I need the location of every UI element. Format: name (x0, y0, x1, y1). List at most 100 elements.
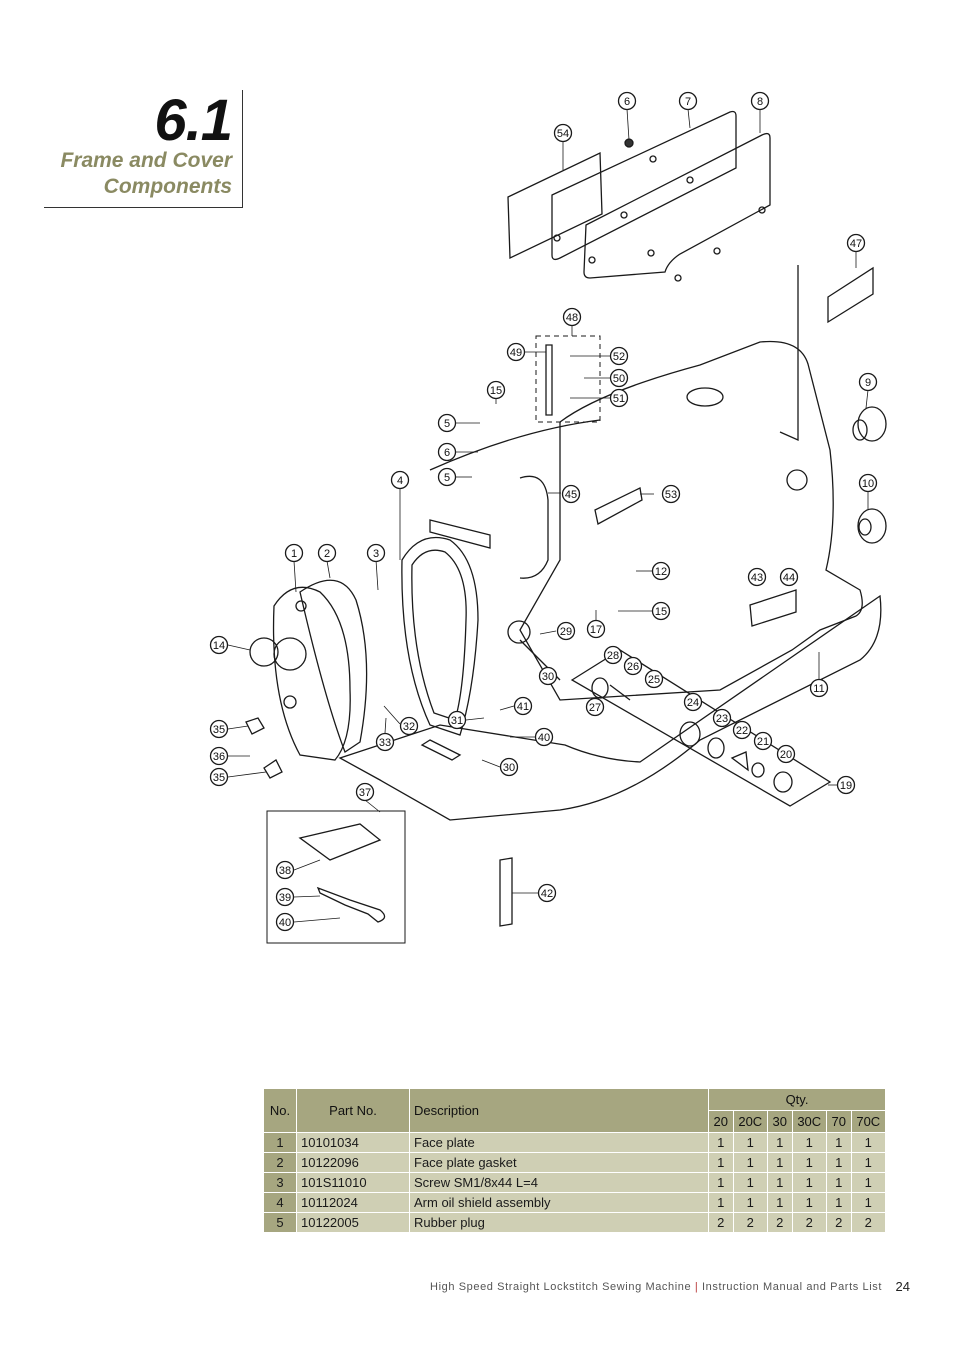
callout-label: 52 (613, 351, 625, 363)
callout-label: 41 (517, 701, 529, 713)
callout-label: 8 (757, 96, 763, 108)
page-number: 24 (895, 1279, 910, 1294)
col-header-qty-variant: 20 (708, 1110, 734, 1133)
cell-qty: 1 (766, 1172, 793, 1193)
callout-label: 5 (444, 418, 450, 430)
cell-qty: 1 (766, 1152, 793, 1173)
cell-qty: 1 (850, 1132, 887, 1153)
cell-qty: 1 (732, 1132, 768, 1153)
cell-qty: 2 (766, 1212, 793, 1233)
col-header-qty-variant: 20C (732, 1110, 768, 1133)
table-row: 1 10101034 Face plate 1 1 1 1 1 1 (263, 1132, 887, 1153)
callout-label: 26 (627, 661, 639, 673)
section-heading: 6.1 Frame and Cover Components (44, 90, 243, 208)
footer-document-type: Instruction Manual and Parts List (702, 1281, 882, 1293)
callout-label: 9 (865, 377, 871, 389)
callout-label: 22 (736, 725, 748, 737)
col-header-qty-variant: 30 (766, 1110, 793, 1133)
callout-label: 38 (279, 865, 291, 877)
section-number: 6.1 (154, 88, 233, 153)
callout-label: 36 (213, 751, 225, 763)
callout-label: 23 (716, 713, 728, 725)
callout-label: 35 (213, 772, 225, 784)
section-title-line-1: Frame and Cover (60, 149, 232, 172)
table-row: 3 101S11010 Screw SM1/8x44 L=4 1 1 1 1 1… (263, 1172, 887, 1193)
cell-description: Screw SM1/8x44 L=4 (409, 1172, 709, 1193)
callout-label: 37 (359, 787, 371, 799)
callout-label: 6 (624, 96, 630, 108)
callout-label: 10 (862, 478, 874, 490)
callout-labels: 6 7 8 54 47 48 49 52 50 51 9 10 15 5 6 5… (209, 91, 878, 932)
callout-label: 51 (613, 393, 625, 405)
cell-qty: 1 (708, 1132, 734, 1153)
cell-qty: 1 (791, 1192, 827, 1213)
cell-qty: 1 (825, 1172, 852, 1193)
cell-part-no: 10112024 (296, 1192, 410, 1213)
callout-label: 54 (557, 128, 569, 140)
cell-qty: 1 (732, 1152, 768, 1173)
cell-qty: 1 (850, 1172, 887, 1193)
callout-label: 21 (757, 736, 769, 748)
cell-qty: 2 (850, 1212, 887, 1233)
cell-qty: 1 (850, 1152, 887, 1173)
callout-label: 5 (444, 472, 450, 484)
cell-no: 3 (263, 1172, 297, 1193)
cell-description: Face plate (409, 1132, 709, 1153)
col-header-description: Description (409, 1088, 709, 1133)
cell-qty: 1 (708, 1192, 734, 1213)
cell-qty: 1 (825, 1152, 852, 1173)
cell-qty: 1 (791, 1132, 827, 1153)
callout-label: 40 (538, 732, 550, 744)
callout-label: 2 (324, 548, 330, 560)
cell-qty: 1 (825, 1132, 852, 1153)
callout-label: 27 (589, 702, 601, 714)
col-header-qty-variant: 70C (850, 1110, 887, 1133)
cell-qty: 1 (732, 1172, 768, 1193)
callout-label: 12 (655, 566, 667, 578)
table-row: 5 10122005 Rubber plug 2 2 2 2 2 2 (263, 1212, 887, 1233)
callout-label: 40 (279, 917, 291, 929)
page-footer: High Speed Straight Lockstitch Sewing Ma… (430, 1281, 882, 1293)
callout-label: 33 (379, 737, 391, 749)
callout-label: 30 (503, 762, 515, 774)
callout-label: 31 (451, 715, 463, 727)
cell-no: 5 (263, 1212, 297, 1233)
cell-qty: 2 (825, 1212, 852, 1233)
callout-label: 39 (279, 892, 291, 904)
callout-label: 25 (648, 674, 660, 686)
callout-label: 35 (213, 724, 225, 736)
callout-label: 14 (213, 640, 225, 652)
cell-qty: 2 (708, 1212, 734, 1233)
table-row: 2 10122096 Face plate gasket 1 1 1 1 1 1 (263, 1152, 887, 1173)
callout-label: 50 (613, 373, 625, 385)
section-title-line-2: Components (103, 175, 232, 198)
callout-label: 45 (565, 489, 577, 501)
callout-label: 20 (780, 749, 792, 761)
callout-label: 1 (291, 548, 297, 560)
callout-label: 30 (542, 671, 554, 683)
callout-label: 47 (850, 238, 862, 250)
cell-part-no: 101S11010 (296, 1172, 410, 1193)
callout-label: 32 (403, 721, 415, 733)
cell-qty: 1 (791, 1172, 827, 1193)
col-header-part-no: Part No. (296, 1088, 410, 1133)
footer-manual-title: High Speed Straight Lockstitch Sewing Ma… (430, 1281, 692, 1293)
exploded-parts-diagram: 6 7 8 54 47 48 49 52 50 51 9 10 15 5 6 5… (209, 91, 887, 944)
cell-qty: 1 (708, 1152, 734, 1173)
callout-label: 15 (655, 606, 667, 618)
cell-qty: 1 (791, 1152, 827, 1173)
col-header-qty: Qty. (708, 1088, 886, 1111)
cell-no: 2 (263, 1152, 297, 1173)
cell-qty: 2 (732, 1212, 768, 1233)
col-header-qty-variant: 70 (825, 1110, 852, 1133)
callout-label: 28 (607, 650, 619, 662)
cell-part-no: 10122096 (296, 1152, 410, 1173)
callout-label: 3 (373, 548, 379, 560)
callout-label: 4 (397, 475, 403, 487)
col-header-qty-variant: 30C (791, 1110, 827, 1133)
footer-separator: | (694, 1281, 699, 1293)
table-row: 4 10112024 Arm oil shield assembly 1 1 1… (263, 1192, 887, 1213)
cell-description: Face plate gasket (409, 1152, 709, 1173)
callout-label: 49 (510, 347, 522, 359)
callout-label: 17 (590, 624, 602, 636)
